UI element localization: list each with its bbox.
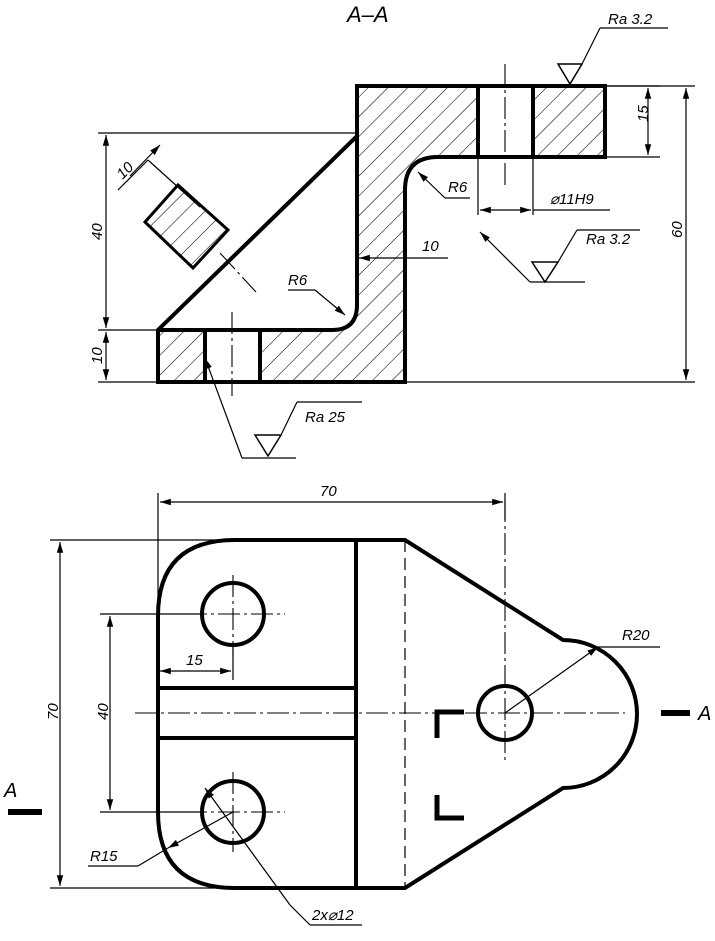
- section-mark-left: A: [3, 780, 17, 802]
- section-view: A–A 10 15 60: [89, 2, 695, 459]
- dim-top-thickness: 15: [635, 105, 652, 122]
- dim-wall: 10: [422, 238, 439, 255]
- plan-outline: [156, 538, 639, 890]
- dim-aux-thickness: 10: [113, 158, 137, 182]
- section-title: A–A: [345, 2, 389, 27]
- dim-hole-offset: 15: [186, 652, 203, 669]
- roughness-top-label: Ra 3.2: [608, 11, 653, 28]
- dim-fillet-upper: R6: [448, 179, 468, 196]
- roughness-bottom: Ra 25: [204, 357, 362, 459]
- roughness-bottom-label: Ra 25: [305, 409, 346, 426]
- dim-total-height: 60: [669, 221, 686, 238]
- fillet-lower: [158, 304, 359, 332]
- plan-view: 70 70 40 15 R20 R15 2x⌀12 A: [3, 483, 711, 926]
- dim-corner-radius: R15: [90, 848, 118, 865]
- dim-total-width: 70: [320, 483, 337, 500]
- dim-hole-spacing: 40: [95, 703, 112, 720]
- dim-fillet-lower: R6: [288, 272, 308, 289]
- dim-left-height: 40: [89, 223, 106, 240]
- section-body: [158, 86, 605, 382]
- roughness-top: Ra 3.2: [556, 11, 668, 86]
- dim-base-thickness: 10: [89, 347, 106, 364]
- dim-arc-radius: R20: [622, 627, 650, 644]
- dim-hole-diameter: ⌀11H9: [550, 191, 594, 208]
- roughness-hole: Ra 3.2: [479, 229, 640, 284]
- auxiliary-section: 10: [113, 144, 231, 271]
- section-mark-right: A: [697, 703, 711, 725]
- dim-holes: 2x⌀12: [311, 907, 354, 924]
- roughness-hole-label: Ra 3.2: [586, 231, 631, 248]
- dim-total-height-plan: 70: [45, 703, 62, 720]
